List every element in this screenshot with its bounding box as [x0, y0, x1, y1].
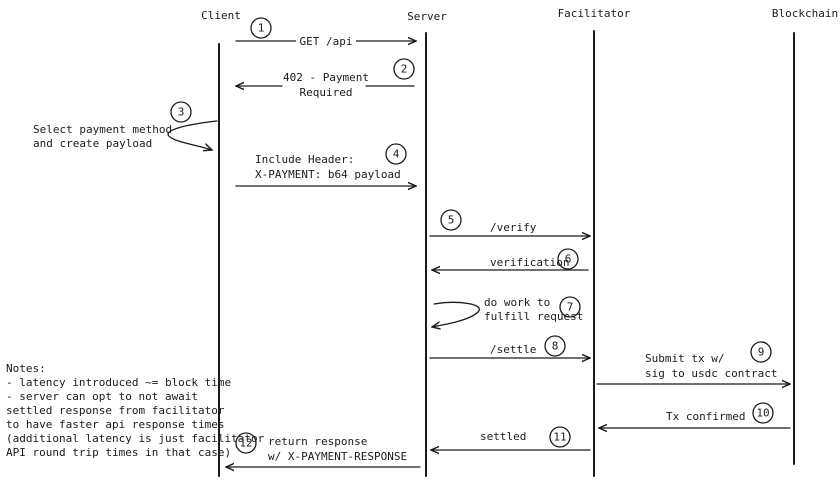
notes-line: - latency introduced ~= block time — [6, 376, 231, 389]
label-verify: /verify — [490, 221, 537, 234]
notes-line: (additional latency is just facilitator — [6, 432, 265, 445]
label-402-line1: 402 - Payment — [283, 71, 369, 84]
step-number-4: 4 — [393, 148, 400, 161]
label-header-line1: Include Header: — [255, 153, 354, 166]
step-badge-7 — [559, 296, 581, 318]
step-badge-3 — [170, 101, 192, 123]
actor-server: Server — [407, 10, 447, 23]
step-number-5: 5 — [448, 214, 455, 227]
label-settle: /settle — [490, 343, 536, 356]
label-submit-line2: sig to usdc contract — [645, 367, 777, 380]
label-402-line2: Required — [300, 86, 353, 99]
label-get-api: GET /api — [300, 35, 353, 48]
step-number-10: 10 — [756, 407, 769, 420]
step-number-6: 6 — [565, 253, 572, 266]
step-badge-9 — [750, 341, 772, 363]
step-badge-5 — [440, 209, 462, 231]
step-badge-1 — [250, 17, 272, 39]
label-tx-confirmed: Tx confirmed — [666, 410, 745, 423]
label-settled: settled — [480, 430, 526, 443]
label-return-line2: w/ X-PAYMENT-RESPONSE — [268, 450, 407, 463]
step-number-9: 9 — [758, 346, 765, 359]
notes-line: API round trip times in that case) — [6, 446, 231, 459]
step-badge-10 — [752, 402, 774, 424]
actor-facilitator: Facilitator — [558, 7, 631, 20]
step-number-7: 7 — [567, 301, 574, 314]
arrow-do-work — [432, 301, 481, 327]
label-verification: verification — [490, 256, 569, 269]
step-badge-8 — [544, 335, 566, 357]
step-number-12: 12 — [239, 437, 252, 450]
arrow-select-payment — [167, 120, 218, 150]
label-work-line2: fulfill request — [484, 310, 583, 323]
label-submit-line1: Submit tx w/ — [645, 352, 724, 365]
step-number-2: 2 — [401, 63, 408, 76]
actor-client: Client — [201, 9, 241, 22]
notes-line: - server can opt to not await — [6, 390, 198, 403]
notes-line: settled response from facilitator — [6, 404, 225, 417]
step-badge-11 — [549, 426, 571, 448]
notes-line: Notes: — [6, 362, 46, 375]
actor-blockchain: Blockchain — [772, 7, 838, 20]
label-header-line2: X-PAYMENT: b64 payload — [255, 168, 401, 181]
step-badge-6 — [557, 248, 579, 270]
notes-block: Notes: - latency introduced ~= block tim… — [6, 362, 265, 459]
label-work-line1: do work to — [484, 296, 550, 309]
step-badge-12 — [235, 432, 257, 454]
step-number-11: 11 — [553, 431, 566, 444]
notes-line: to have faster api response times — [6, 418, 225, 431]
label-select-line2: and create payload — [33, 137, 152, 150]
label-bg — [296, 33, 356, 47]
step-badge-4 — [385, 143, 407, 165]
step-number-3: 3 — [178, 106, 185, 119]
label-select-line1: Select payment method — [33, 123, 172, 136]
label-return-line1: return response — [268, 435, 367, 448]
step-number-8: 8 — [552, 340, 559, 353]
step-number-1: 1 — [258, 22, 265, 35]
step-badge-2 — [393, 58, 415, 80]
